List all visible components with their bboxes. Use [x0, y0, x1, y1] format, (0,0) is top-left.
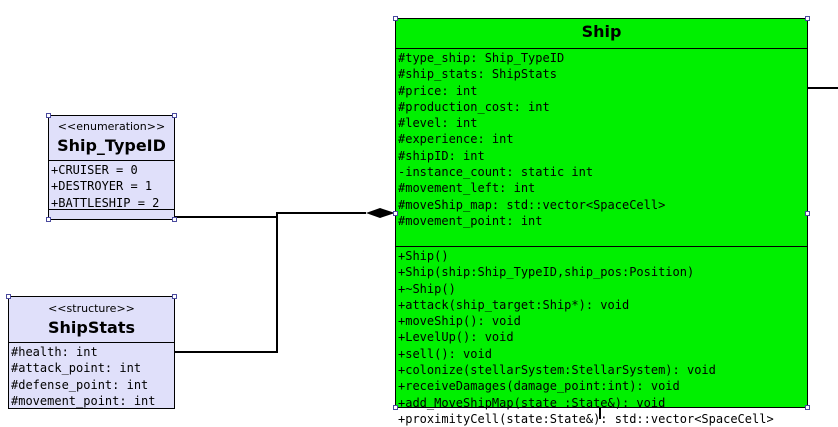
resize-handle-struct-top-left[interactable] [6, 294, 11, 299]
ship-typeid-header: <<enumeration>> Ship_TypeID [49, 116, 174, 161]
ship-typeid-operations [49, 210, 174, 220]
resize-handle-bottom-left[interactable] [393, 405, 398, 410]
ship-header: Ship [396, 19, 807, 49]
shipstats-name: ShipStats [48, 318, 135, 337]
resize-handle-enum-bottom-left[interactable] [46, 217, 51, 222]
enum-literal: +BATTLESHIP = 2 [51, 195, 160, 210]
class-operation: +LevelUp(): void [398, 330, 514, 345]
class-operation: +receiveDamages(damage_point:int): void [398, 379, 680, 394]
resize-handle-struct-top-right[interactable] [172, 294, 177, 299]
resize-handle-top-left[interactable] [393, 16, 398, 21]
ship-name: Ship [581, 22, 622, 41]
class-attribute: #movement_left: int [398, 181, 536, 196]
composition-diamond [366, 208, 395, 218]
class-operation: +Ship(ship:Ship_TypeID,ship_pos:Position… [398, 265, 695, 280]
class-attribute: #production_cost: int [398, 99, 550, 114]
class-operation: +Ship() [398, 249, 449, 263]
ship-operations: +Ship() +Ship(ship:Ship_TypeID,ship_pos:… [396, 247, 807, 427]
class-attribute: #price: int [398, 83, 478, 98]
resize-handle-bottom-right[interactable] [805, 405, 810, 410]
class-attribute: #shipID: int [398, 148, 485, 163]
shipstats-structure[interactable]: <<structure>> ShipStats #health: int #at… [8, 296, 175, 409]
class-attribute: #experience: int [398, 132, 514, 147]
resize-handle-mid-left[interactable] [393, 211, 398, 216]
class-operation: +sell(): void [398, 346, 492, 361]
class-operation: +~Ship() [398, 281, 456, 296]
ship-typeid-literals: +CRUISER = 0 +DESTROYER = 1 +BATTLESHIP … [49, 161, 174, 210]
struct-attribute: #health: int [11, 345, 98, 359]
enum-literal: +DESTROYER = 1 [51, 179, 153, 194]
class-attribute: #level: int [398, 116, 478, 131]
resize-handle-enum-top-left[interactable] [46, 113, 51, 118]
ship-typeid-association[interactable] [175, 212, 366, 218]
resize-handle-top-right[interactable] [805, 16, 810, 21]
class-attribute: -instance_count: static int [398, 165, 594, 180]
ship-typeid-enum[interactable]: <<enumeration>> Ship_TypeID +CRUISER = 0… [48, 115, 175, 220]
resize-handle-mid-right[interactable] [805, 211, 810, 216]
struct-attribute: #attack_point: int [11, 361, 142, 376]
class-operation: +add_MoveShipMap(state :State&): void [398, 395, 666, 410]
class-attribute: #moveShip_map: std::vector<SpaceCell> [398, 197, 666, 212]
class-operation: +moveShip(): void [398, 314, 521, 329]
struct-attribute: #defense_point: int [11, 377, 149, 392]
class-operation: +attack(ship_target:Ship*): void [398, 297, 630, 312]
ship-typeid-stereotype: <<enumeration>> [57, 120, 166, 133]
enum-literal: +CRUISER = 0 [51, 163, 138, 177]
shipstats-association[interactable] [175, 213, 278, 353]
ship-typeid-name: Ship_TypeID [57, 136, 166, 155]
class-attribute: #ship_stats: ShipStats [398, 67, 557, 82]
class-attribute: #type_ship: Ship_TypeID [398, 51, 565, 65]
shipstats-attributes: #health: int #attack_point: int #defense… [9, 343, 174, 409]
resize-handle-enum-bottom-right[interactable] [172, 217, 177, 222]
shipstats-stereotype: <<structure>> [48, 302, 135, 315]
ship-attributes: #type_ship: Ship_TypeID #ship_stats: Shi… [396, 49, 807, 247]
resize-handle-enum-top-right[interactable] [172, 113, 177, 118]
class-attribute: #movement_point: int [398, 213, 543, 228]
shipstats-header: <<structure>> ShipStats [9, 297, 174, 343]
class-operation: +colonize(stellarSystem:StellarSystem): … [398, 363, 716, 378]
struct-attribute: #movement_point: int [11, 393, 156, 408]
ship-class[interactable]: Ship #type_ship: Ship_TypeID #ship_stats… [395, 18, 808, 426]
